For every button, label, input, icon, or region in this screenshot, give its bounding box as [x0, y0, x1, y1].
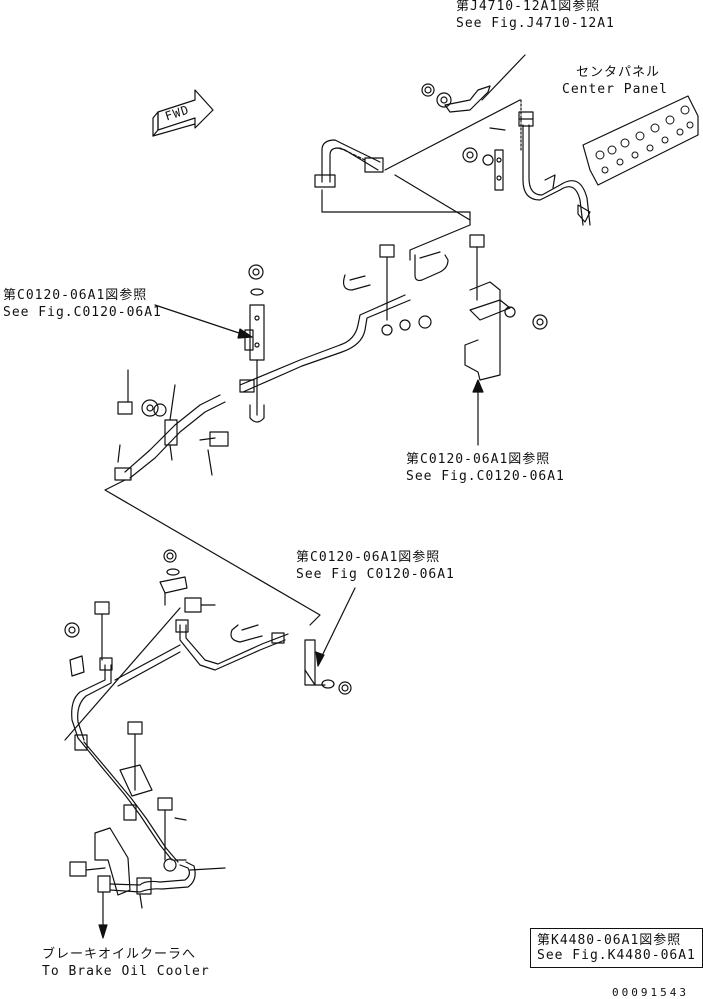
reference-box: 第K4480-06A1図参照 See Fig.K4480-06A1: [530, 928, 703, 968]
right-callout-jp: 第C0120-06A1図参照: [406, 452, 551, 467]
left-callout-jp: 第C0120-06A1図参照: [3, 288, 148, 303]
mid-callout-en: See Fig C0120-06A1: [296, 567, 455, 582]
top-callout-en: See Fig.J4710-12A1: [456, 16, 615, 31]
reference-en: See Fig.K4480-06A1: [537, 948, 696, 963]
center-panel-en: Center Panel: [562, 82, 668, 97]
center-panel-plate: [582, 95, 699, 186]
brake-cooler-jp: ブレーキオイルクーラへ: [42, 947, 197, 962]
reference-jp: 第K4480-06A1図参照: [537, 933, 682, 948]
fwd-arrow-icon: [152, 89, 214, 137]
middle-pipe-assembly: [104, 224, 548, 626]
callout-leaders: [154, 304, 484, 667]
mid-callout-jp: 第C0120-06A1図参照: [296, 550, 441, 565]
drawing-number: 00091543: [612, 986, 689, 999]
right-callout-en: See Fig.C0120-06A1: [406, 469, 565, 484]
brake-cooler-en: To Brake Oil Cooler: [42, 964, 210, 979]
lower-pipe-assembly: [64, 549, 352, 939]
top-callout-jp: 第J4710-12A1図参照: [456, 0, 601, 14]
upper-pipe-assembly: [314, 54, 591, 226]
center-panel-jp: センタパネル: [576, 65, 661, 80]
left-callout-en: See Fig.C0120-06A1: [3, 305, 162, 320]
